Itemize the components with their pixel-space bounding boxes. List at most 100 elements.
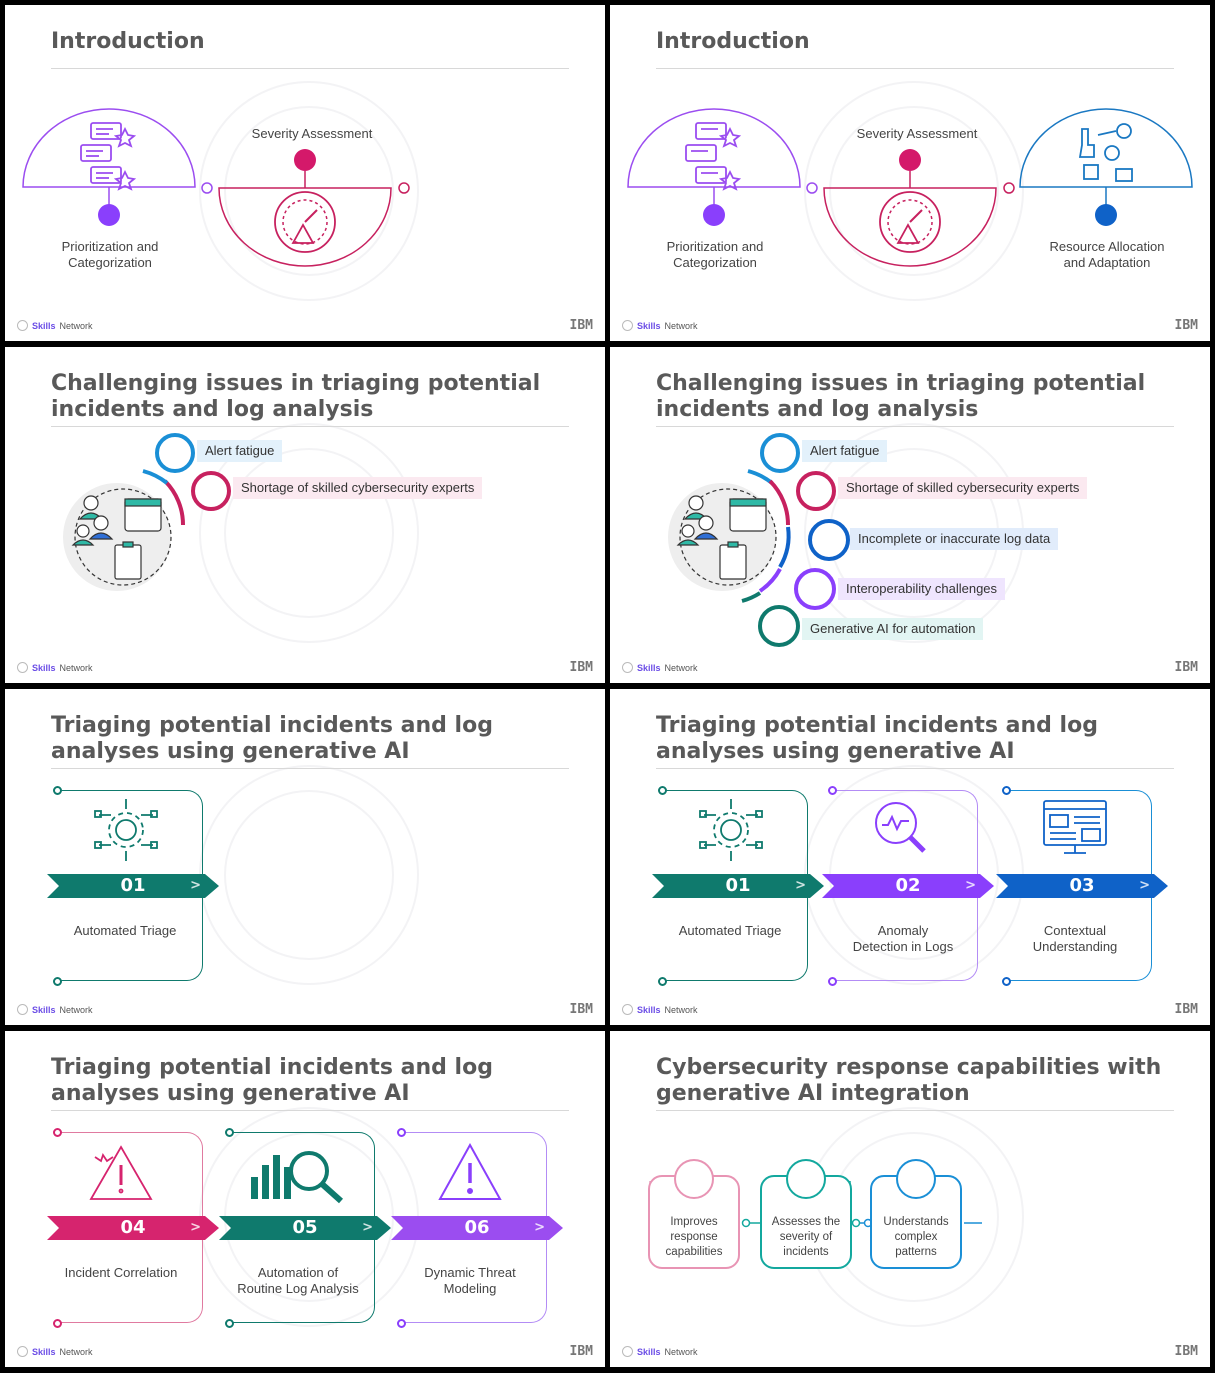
card-line2: response <box>670 1231 718 1243</box>
step-label: Anomaly Detection in Logs <box>832 923 974 955</box>
log-analysis-chart-icon <box>251 1151 344 1204</box>
frame-dot-bottom <box>828 977 837 986</box>
inaccurate-log-data-icon <box>808 519 850 561</box>
prioritization-label: Prioritization and Categorization <box>650 239 780 271</box>
issue-interoperability: Interoperability challenges <box>838 578 1006 600</box>
brand-bold: Skills <box>637 1346 661 1357</box>
step-label: Dynamic Threat Modeling <box>399 1265 541 1297</box>
capability-card-response: Improves response capabilities <box>648 1175 740 1269</box>
ibm-logo: IBM <box>569 318 593 333</box>
slide-5[interactable]: Triaging potential incidents and log ana… <box>5 689 605 1025</box>
title-line1: Challenging issues in triaging potential <box>656 371 1146 396</box>
title-rule <box>656 768 1174 769</box>
ibm-logo: IBM <box>569 1002 593 1017</box>
severity-label: Severity Assessment <box>251 126 373 141</box>
brand-rest: Network <box>664 1346 698 1357</box>
contextual-monitor-icon <box>1043 800 1107 854</box>
prioritization-line2: Categorization <box>68 255 152 270</box>
step-label-line2: Understanding <box>1032 939 1118 954</box>
frame-dot-bottom <box>53 1319 62 1328</box>
anomaly-magnifier-icon <box>875 802 926 853</box>
brand-bold: Skills <box>637 1004 661 1015</box>
title-line2: generative AI integration <box>656 1081 970 1106</box>
slide-title: Challenging issues in triaging potential… <box>656 371 1176 427</box>
brand-bold: Skills <box>32 1004 56 1015</box>
severity-label: Severity Assessment <box>856 126 978 141</box>
card-line1: Improves <box>670 1216 718 1228</box>
frame-dot-top <box>53 1128 62 1137</box>
brand-bold: Skills <box>637 320 661 331</box>
slide-8[interactable]: Cybersecurity response capabilities with… <box>610 1031 1210 1367</box>
frame-dot-bottom <box>53 977 62 986</box>
title-rule <box>656 68 1174 69</box>
step-label-line1: Automated Triage <box>73 923 177 938</box>
step-number: 01 <box>725 875 751 896</box>
alert-fatigue-icon <box>760 433 800 473</box>
slide-title: Introduction <box>51 29 205 54</box>
frame-dot-top <box>225 1128 234 1137</box>
slide-2[interactable]: Introduction <box>610 5 1210 341</box>
slide-1[interactable]: Introduction Severity Assessment Priori <box>5 5 605 341</box>
automated-triage-gear-icon <box>94 799 158 861</box>
skills-network-brand: Skills Network <box>17 1346 93 1357</box>
issues-illustration <box>668 469 791 603</box>
prioritization-line1: Prioritization and <box>61 239 159 254</box>
severity-diagram <box>22 108 410 267</box>
brand-bold: Skills <box>637 662 661 673</box>
prioritization-label: Prioritization and Categorization <box>45 239 175 271</box>
brand-bold: Skills <box>32 320 56 331</box>
title-line1: Triaging potential incidents and log <box>656 713 1098 738</box>
ibm-logo: IBM <box>569 1344 593 1359</box>
slide-6[interactable]: Triaging potential incidents and log ana… <box>610 689 1210 1025</box>
watermark-ring <box>224 790 394 960</box>
title-rule <box>656 1110 1174 1111</box>
card-line1: Assesses the <box>771 1216 841 1228</box>
incident-warning-icon <box>89 1145 153 1200</box>
slide-title: Introduction <box>656 29 810 54</box>
title-line2: analyses using generative AI <box>656 739 1015 764</box>
step-arrow-03: 03 > <box>996 874 1168 898</box>
resource-line1: Resource Allocation <box>1049 239 1165 254</box>
card-line2: severity of <box>779 1231 833 1243</box>
step-label-line1: Automated Triage <box>678 923 782 938</box>
skills-network-logo-icon <box>17 662 28 673</box>
slide-7[interactable]: Triaging potential incidents and log ana… <box>5 1031 605 1367</box>
title-line1: Challenging issues in triaging potential <box>51 371 541 396</box>
chevron-right-icon: > <box>1139 878 1150 893</box>
step-number: 05 <box>292 1217 318 1238</box>
ibm-logo: IBM <box>569 660 593 675</box>
slide-3[interactable]: Challenging issues in triaging potential… <box>5 347 605 683</box>
chevron-right-icon: > <box>534 1220 545 1235</box>
watermark-ring <box>829 106 999 276</box>
step-label-line2: Modeling <box>443 1281 497 1296</box>
step-arrow-01: 01> <box>47 874 219 898</box>
step-label-line1: Anomaly <box>877 923 929 938</box>
frame-dot-top <box>1002 786 1011 795</box>
resource-line2: and Adaptation <box>1063 255 1151 270</box>
card-line2: complex <box>894 1231 938 1243</box>
frame-dot-top <box>53 786 62 795</box>
chat-check-icon <box>674 1159 714 1199</box>
skills-network-logo-icon <box>622 1346 633 1357</box>
slide-title: Triaging potential incidents and log ana… <box>51 1055 571 1111</box>
step-arrow-04: 04> <box>47 1216 219 1240</box>
brand-bold: Skills <box>32 662 56 673</box>
step-label: Automation of Routine Log Analysis <box>227 1265 369 1297</box>
step-arrow-05: 05> <box>219 1216 391 1240</box>
slide-4[interactable]: Challenging issues in triaging potential… <box>610 347 1210 683</box>
brain-circuit-icon <box>896 1159 936 1199</box>
step-label: Automated Triage <box>55 923 195 939</box>
brand-rest: Network <box>59 1004 93 1015</box>
frame-dot-bottom <box>225 1319 234 1328</box>
alert-fatigue-icon <box>155 433 195 473</box>
title-line1: Cybersecurity response capabilities with <box>656 1055 1162 1080</box>
title-rule <box>51 768 569 769</box>
chevron-right-icon: > <box>190 1220 201 1235</box>
issue-expert-shortage: Shortage of skilled cybersecurity expert… <box>233 477 483 499</box>
step-label: Contextual Understanding <box>1004 923 1146 955</box>
skills-network-brand: Skills Network <box>622 662 698 673</box>
step-number: 03 <box>1069 875 1095 896</box>
expert-shortage-icon <box>191 471 231 511</box>
skills-network-brand: Skills Network <box>622 1004 698 1015</box>
issue-expert-shortage: Shortage of skilled cybersecurity expert… <box>838 477 1088 499</box>
